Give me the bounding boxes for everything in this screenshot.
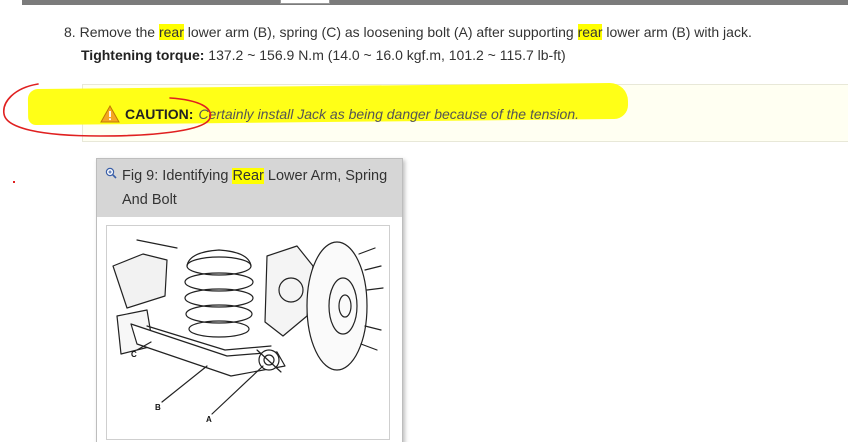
warning-triangle-icon [100,105,120,123]
coil-spring-c [184,249,254,338]
step-text-part-3: lower arm (B) with jack. [606,24,752,40]
figure-caption: Fig 9: Identifying Rear Lower Arm, Sprin… [122,164,392,212]
red-mark-dot [13,181,15,183]
torque-label: Tightening torque: [81,47,205,63]
callout-a: A [206,415,212,424]
caption-text-part-2: Lower Arm, Spring And Bolt [122,168,388,208]
search-highlight-rear: Rear [232,168,264,184]
step-number: 8. [64,24,76,40]
torque-value: 137.2 ~ 156.9 N.m (14.0 ~ 16.0 kgf.m, 10… [208,47,566,63]
caution-text: Certainly install Jack as being danger b… [198,106,580,122]
suspension-diagram[interactable]: C B A [106,225,390,440]
step-text-part-1: Remove the [79,24,156,40]
figure-9-panel: Fig 9: Identifying Rear Lower Arm, Sprin… [96,158,403,442]
caution-notice: CAUTION: Certainly install Jack as being… [100,104,579,124]
callout-c: C [131,350,137,359]
caution-label: CAUTION: [125,106,194,122]
step-8-instruction: 8. Remove the rear lower arm (B), spring… [64,22,844,42]
zoom-magnifier-icon[interactable] [105,167,117,179]
search-highlight-rear: rear [158,24,184,40]
red-hand-drawn-circle [3,83,212,137]
search-highlight-rear: rear [577,24,603,40]
caption-text-part-1: Fig 9: Identifying [122,168,229,184]
figure-caption-header[interactable]: Fig 9: Identifying Rear Lower Arm, Sprin… [97,159,402,217]
step-text-part-2: lower arm (B), spring (C) as loosening b… [187,24,574,40]
top-scrollbar-strip [22,0,848,5]
rear-suspension-line-drawing: C B A [112,239,384,424]
top-tab-marker [280,0,330,4]
callout-b: B [155,403,161,412]
tightening-torque-line: Tightening torque: 137.2 ~ 156.9 N.m (14… [81,45,566,65]
